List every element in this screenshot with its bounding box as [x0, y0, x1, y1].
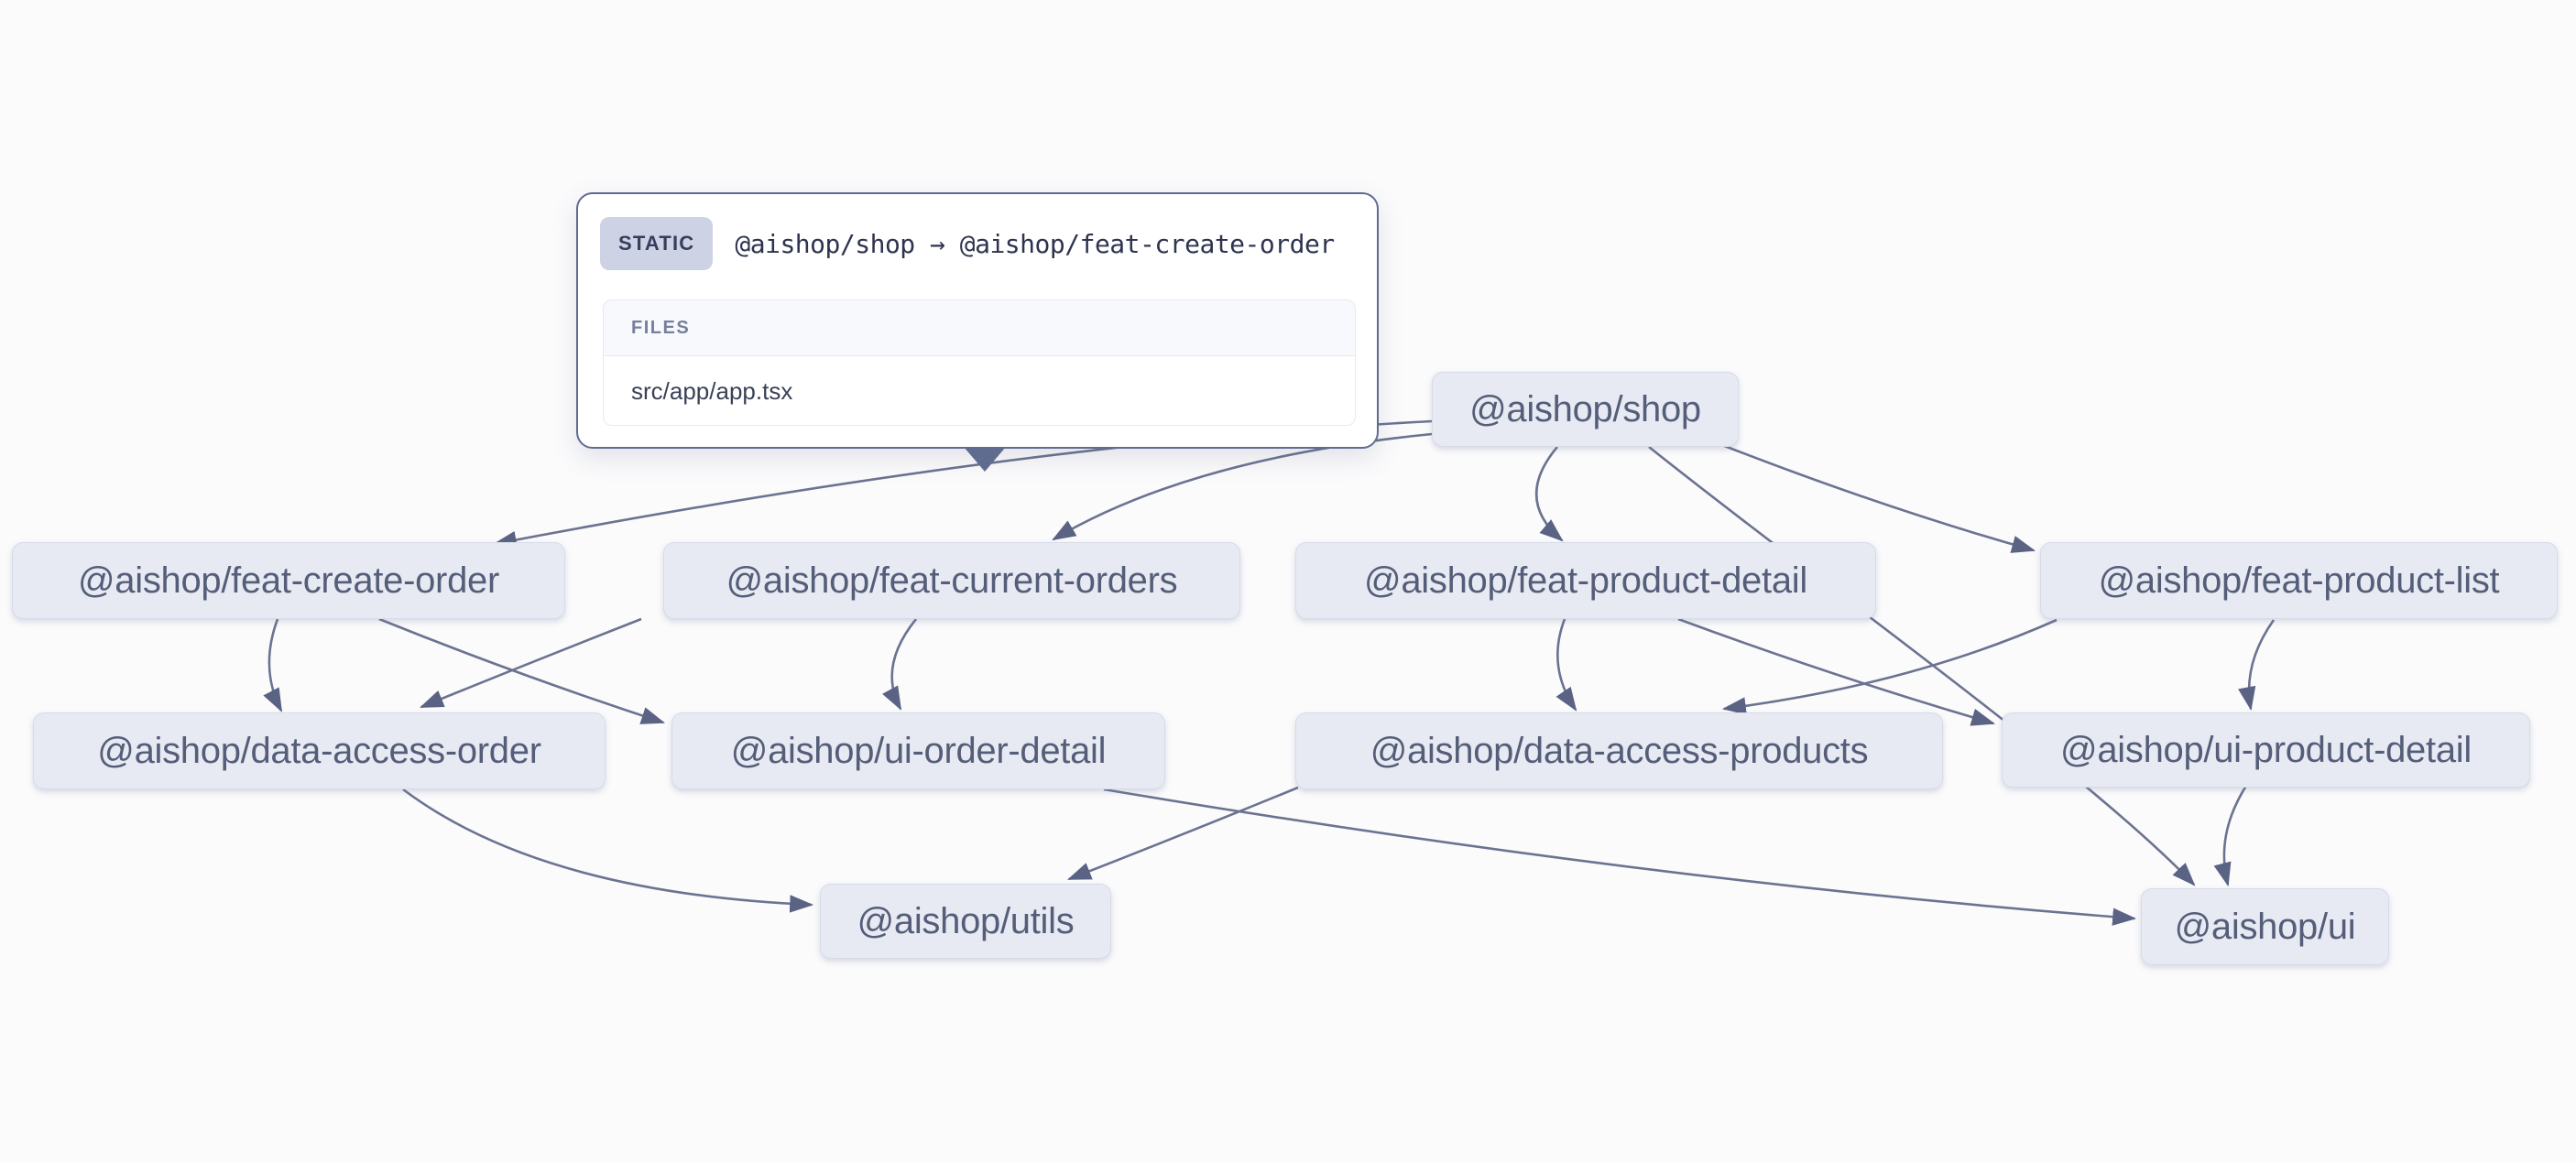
- edge-feat-product-list-ui-product-detail[interactable]: [2238, 619, 2276, 712]
- graph-node-utils[interactable]: @aishop/utils: [820, 884, 1111, 959]
- edge-tooltip: STATIC @aishop/shop → @aishop/feat-creat…: [576, 192, 1379, 472]
- edge-feat-product-list-data-access-products[interactable]: [1721, 618, 2058, 715]
- edge-type-badge: STATIC: [600, 217, 714, 270]
- tooltip-caret-icon: [964, 447, 1006, 472]
- graph-node-data-access-order[interactable]: @aishop/data-access-order: [33, 712, 606, 789]
- graph-node-ui-order-detail[interactable]: @aishop/ui-order-detail: [671, 712, 1165, 789]
- graph-node-shop[interactable]: @aishop/shop: [1432, 372, 1739, 447]
- edge-data-access-products-utils[interactable]: [1066, 786, 1299, 881]
- edge-shop-ui[interactable]: [1648, 445, 2196, 886]
- graph-node-feat-product-list[interactable]: @aishop/feat-product-list: [2040, 542, 2558, 619]
- graph-node-data-access-products[interactable]: @aishop/data-access-products: [1295, 712, 1943, 789]
- edge-ui-order-detail-ui[interactable]: [1103, 788, 2137, 926]
- edges: [263, 419, 2276, 926]
- edge-feat-current-orders-data-access-order[interactable]: [419, 617, 642, 709]
- edge-feat-product-detail-data-access-products[interactable]: [1555, 618, 1577, 712]
- files-panel-header: FILES: [604, 300, 1355, 356]
- edge-ui-product-detail-ui[interactable]: [2213, 785, 2248, 887]
- graph-node-feat-product-detail[interactable]: @aishop/feat-product-detail: [1295, 542, 1876, 619]
- edge-shop-feat-product-detail[interactable]: [1534, 446, 1564, 542]
- edge-tooltip-title: @aishop/shop → @aishop/feat-create-order: [735, 228, 1335, 259]
- tooltip-header: STATIC @aishop/shop → @aishop/feat-creat…: [578, 194, 1377, 270]
- graph-node-ui-product-detail[interactable]: @aishop/ui-product-detail: [2002, 712, 2530, 788]
- graph-node-ui[interactable]: @aishop/ui: [2141, 888, 2389, 965]
- graph-node-feat-current-orders[interactable]: @aishop/feat-current-orders: [663, 542, 1240, 619]
- files-panel: FILES src/app/app.tsx: [603, 299, 1356, 426]
- edge-shop-feat-product-list[interactable]: [1721, 443, 2036, 553]
- file-item: src/app/app.tsx: [604, 356, 1355, 425]
- edge-feat-current-orders-ui-order-detail[interactable]: [882, 618, 918, 711]
- edge-feat-create-order-data-access-order[interactable]: [263, 618, 283, 712]
- edge-feat-product-detail-ui-product-detail[interactable]: [1677, 617, 1996, 726]
- graph-node-feat-create-order[interactable]: @aishop/feat-create-order: [12, 542, 565, 619]
- edge-data-access-order-utils[interactable]: [402, 788, 814, 913]
- edge-feat-create-order-ui-order-detail[interactable]: [378, 617, 666, 724]
- edge-shop-feat-current-orders[interactable]: [1052, 432, 1433, 541]
